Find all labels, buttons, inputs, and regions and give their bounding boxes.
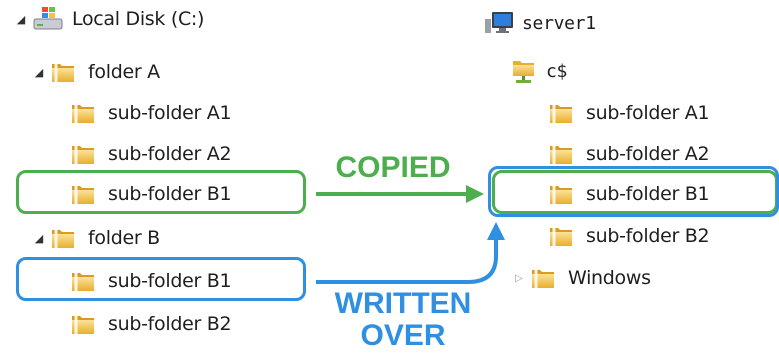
copied-arrow: [316, 185, 484, 203]
tree-item-label: Windows: [568, 267, 651, 289]
computer-monitor-icon: [485, 12, 513, 33]
written-over-label-line1: WRITTEN: [334, 287, 472, 320]
folder-icon: [50, 226, 76, 250]
windows-drive-icon: [33, 7, 63, 30]
folder-icon: [530, 266, 556, 290]
tree-item-sub-folder-b1-original[interactable]: sub-folder B1: [70, 266, 232, 296]
tree-item-label: c$: [546, 60, 568, 82]
folder-icon: [548, 224, 574, 248]
copied-label: COPIED: [335, 151, 451, 184]
tree-item-server-sub-folder-a1[interactable]: sub-folder A1: [548, 98, 710, 128]
tree-item-server-sub-folder-b1[interactable]: sub-folder B1: [548, 179, 710, 209]
tree-item-sub-folder-b1-copied[interactable]: sub-folder B1: [70, 179, 232, 209]
tree-item-server-sub-folder-a2[interactable]: sub-folder A2: [548, 139, 710, 169]
tree-item-share-c[interactable]: c$: [512, 56, 567, 86]
expanded-triangle-icon[interactable]: ◢: [16, 12, 26, 26]
folder-icon: [548, 142, 574, 166]
tree-item-folder-b[interactable]: ◢ folder B: [32, 223, 160, 253]
tree-item-label: sub-folder B2: [586, 225, 710, 247]
folder-icon: [50, 60, 76, 84]
tree-item-label: sub-folder B1: [108, 270, 232, 292]
written-over-source-highlight: [16, 257, 306, 301]
tree-item-sub-folder-a1[interactable]: sub-folder A1: [70, 98, 232, 128]
written-over-label-line2: OVER: [360, 319, 446, 352]
tree-item-windows[interactable]: ▷ Windows: [512, 263, 651, 293]
tree-item-label: folder B: [88, 227, 160, 249]
tree-item-server1[interactable]: server1: [484, 8, 596, 38]
tree-item-label: server1: [522, 12, 596, 34]
folder-icon: [548, 101, 574, 125]
tree-item-label: sub-folder B1: [586, 183, 710, 205]
folder-icon: [70, 142, 96, 166]
tree-item-label: sub-folder A2: [108, 143, 232, 165]
tree-item-label: sub-folder B1: [108, 183, 232, 205]
copied-source-highlight: [16, 170, 306, 214]
tree-item-label: folder A: [88, 61, 160, 83]
tree-item-sub-folder-b2[interactable]: sub-folder B2: [70, 309, 232, 339]
written-over-destination-highlight: [488, 166, 779, 217]
tree-item-folder-a[interactable]: ◢ folder A: [32, 57, 160, 87]
written-over-arrow: [316, 222, 505, 284]
tree-item-server-sub-folder-b2[interactable]: sub-folder B2: [548, 221, 710, 251]
collapsed-triangle-icon[interactable]: ▷: [515, 272, 523, 284]
expanded-triangle-icon[interactable]: ◢: [34, 231, 44, 245]
network-share-icon: [513, 61, 534, 83]
folder-icon: [70, 312, 96, 336]
tree-item-label: sub-folder B2: [108, 313, 232, 335]
folder-icon: [70, 101, 96, 125]
tree-item-label: sub-folder A1: [586, 102, 710, 124]
tree-item-sub-folder-a2[interactable]: sub-folder A2: [70, 139, 232, 169]
expanded-triangle-icon[interactable]: ◢: [34, 65, 44, 79]
tree-item-label: sub-folder A2: [586, 143, 710, 165]
tree-item-local-disk[interactable]: ◢ Local Disk (C:): [14, 4, 204, 34]
tree-item-label: sub-folder A1: [108, 102, 232, 124]
tree-item-label: Local Disk (C:): [72, 8, 205, 30]
